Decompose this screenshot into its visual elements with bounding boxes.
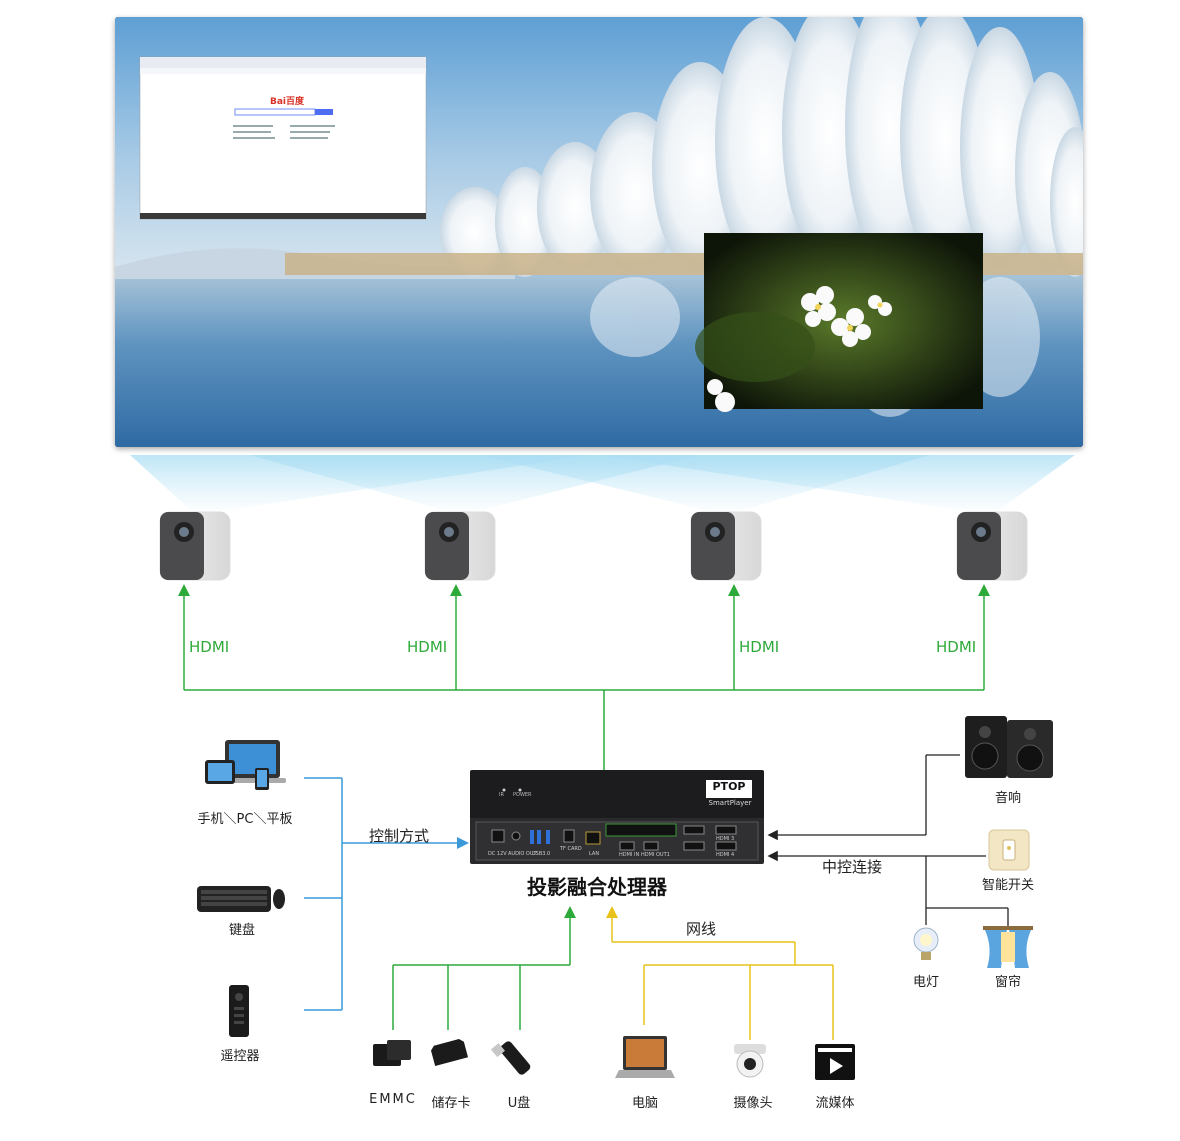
hdmi-label: HDMI — [739, 638, 780, 656]
hdmi3-port-label: HDMI 3 — [716, 836, 735, 842]
fusion-processor-device — [470, 770, 764, 864]
remote-icon — [229, 985, 249, 1037]
projector — [159, 511, 231, 581]
browser-window: Bai百度 — [139, 56, 427, 220]
projector — [690, 511, 762, 581]
network-lines — [606, 906, 834, 1040]
device-label: 流媒体 — [815, 1096, 855, 1111]
sd-card-icon — [431, 1038, 469, 1067]
network-cable-label: 网线 — [686, 920, 717, 938]
baidu-logo: Bai百度 — [270, 95, 305, 107]
device-label: U盘 — [507, 1096, 531, 1111]
blossom-photo — [695, 233, 983, 412]
device-label: 储存卡 — [431, 1096, 471, 1111]
device-label: 智能开关 — [981, 878, 1034, 893]
device-label: 电脑 — [631, 1096, 658, 1111]
landscape-image: Bai百度 — [115, 17, 1083, 447]
power-indicator-label: POWER — [513, 792, 532, 798]
projector — [424, 511, 496, 581]
brand-label: PTOP — [712, 780, 746, 793]
model-label: SmartPlayer — [708, 799, 752, 807]
projection-screen: Bai百度 — [115, 17, 1083, 447]
camera-icon — [734, 1044, 766, 1078]
laptop-icon — [615, 1036, 675, 1078]
audio-port-label: AUDIO OUT — [508, 851, 537, 857]
hdmi-out-port-label: HDMI OUT1 — [641, 852, 670, 858]
central-control-label: 中控连接 — [822, 858, 883, 876]
light-beam — [600, 455, 1075, 515]
device-label: 键盘 — [228, 923, 255, 938]
usb-port-label: USB3.0 — [532, 851, 551, 857]
hdmi-label: HDMI — [189, 638, 230, 656]
media-icon — [815, 1044, 855, 1080]
emmc-icon — [373, 1040, 411, 1066]
speaker-icon — [965, 716, 1053, 778]
usb-drive-icon — [490, 1041, 531, 1075]
storage-lines — [392, 906, 576, 1030]
control-lines — [304, 777, 469, 1011]
device-label: 电灯 — [912, 975, 939, 990]
device-label: 摄像头 — [733, 1096, 773, 1111]
hdmi-lines — [178, 584, 990, 770]
projector — [956, 511, 1028, 581]
processor-title: 投影融合处理器 — [527, 875, 667, 899]
device-label: EMMC — [369, 1092, 417, 1107]
hdmi-label: HDMI — [936, 638, 977, 656]
device-label: 遥控器 — [220, 1049, 260, 1064]
devices-icon — [205, 740, 286, 790]
device-label: 手机＼PC＼平板 — [197, 812, 293, 827]
bulb-icon — [913, 927, 939, 960]
device-label: 音响 — [994, 791, 1021, 806]
lan-port-label: LAN — [589, 851, 600, 857]
curtain-icon — [983, 926, 1033, 968]
tf-port-label: TF CARD — [560, 846, 582, 852]
hdmi-label: HDMI — [407, 638, 448, 656]
central-control-lines — [767, 754, 1009, 930]
keyboard-icon — [197, 886, 285, 912]
switch-icon — [988, 829, 1030, 871]
hdmi-in-port-label: HDMI IN — [619, 852, 640, 858]
dc-port-label: DC 12V — [488, 851, 507, 857]
control-method-label: 控制方式 — [369, 827, 430, 845]
hdmi4-port-label: HDMI 4 — [716, 852, 735, 858]
device-label: 窗帘 — [994, 975, 1021, 990]
ir-indicator-label: IR — [499, 792, 504, 798]
